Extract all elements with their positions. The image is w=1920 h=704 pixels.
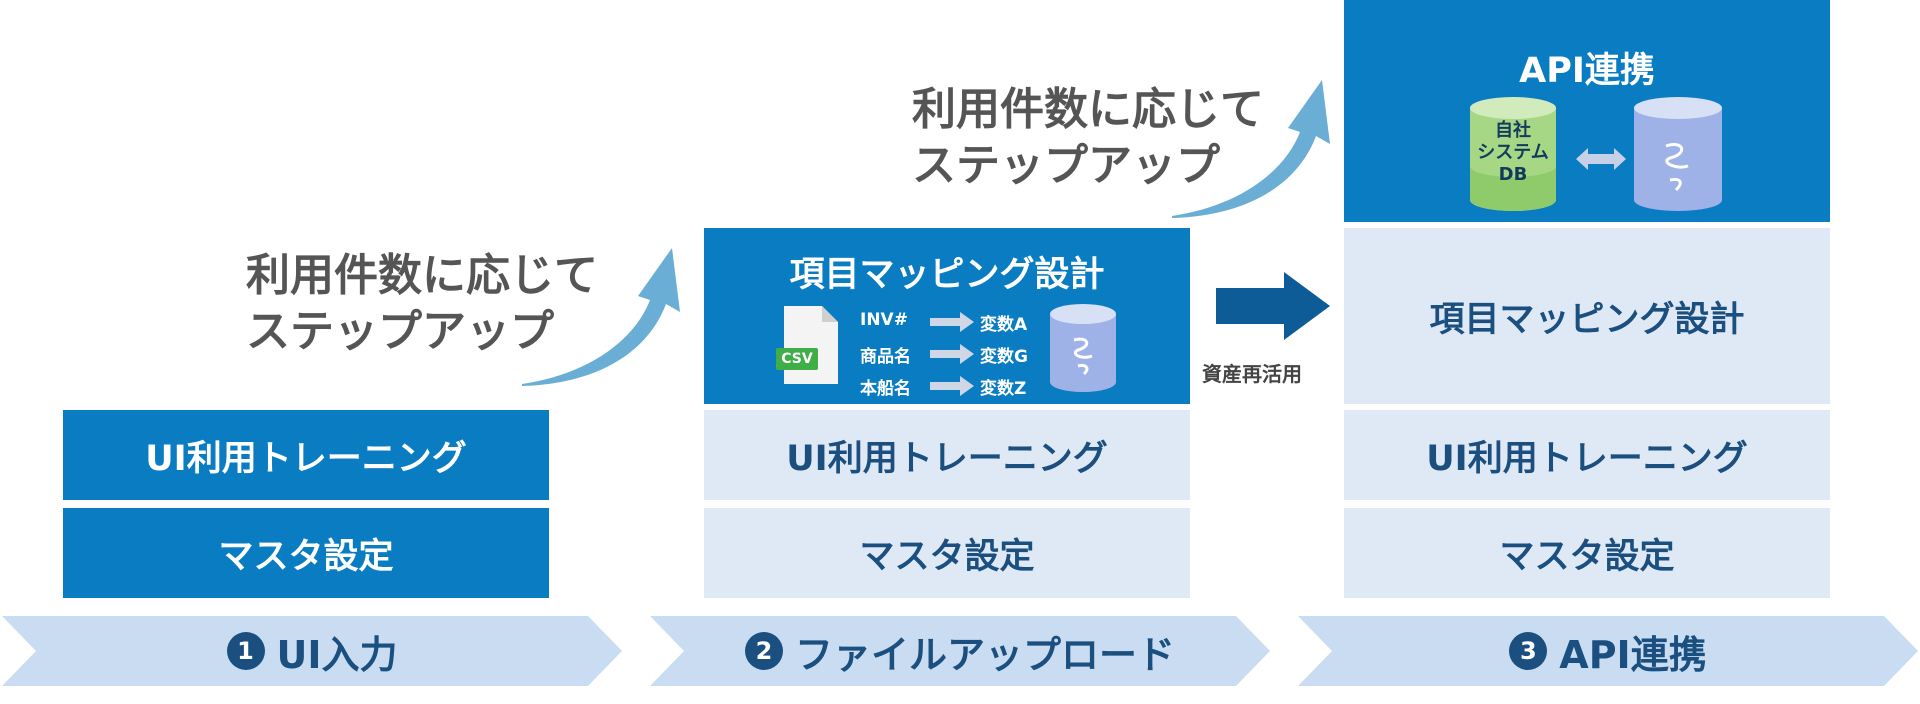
step-label-text: API連携 <box>1559 632 1707 677</box>
step-up-caption-1: 利用件数に応じて ステップアップ <box>246 248 598 360</box>
step-label-1: 1 UI入力 <box>2 616 622 686</box>
db-label-line: DB <box>1498 164 1528 185</box>
db-label-line: 自社 <box>1495 120 1531 141</box>
api-integration-title: API連携 <box>1519 51 1655 91</box>
database-icon <box>1634 97 1722 211</box>
right-arrow-icon <box>930 344 974 364</box>
own-system-db-label: 自社 システム DB <box>1468 120 1558 186</box>
mapping-source: INV# <box>860 310 908 330</box>
csv-badge: CSV <box>781 351 813 367</box>
curved-up-arrow-icon <box>522 248 680 386</box>
database-icon <box>1050 304 1116 392</box>
caption-line: ステップアップ <box>246 306 554 357</box>
step-chevron-3 <box>1298 616 1918 686</box>
double-arrow-icon <box>1576 148 1626 170</box>
step-chevron-bar <box>2 616 1918 686</box>
step-number-badge: 2 <box>744 632 783 670</box>
step-label-text: UI入力 <box>276 632 398 677</box>
caption-line: 利用件数に応じて <box>246 250 598 301</box>
db-label-line: システム <box>1477 142 1549 163</box>
mapping-target: 変数Z <box>980 379 1027 399</box>
caption-line: 利用件数に応じて <box>912 84 1264 135</box>
master-setting-box-3: マスタ設定 <box>1344 508 1830 598</box>
item-mapping-title: 項目マッピング設計 <box>789 255 1105 295</box>
right-arrow-icon <box>1216 272 1330 340</box>
item-mapping-box-3: 項目マッピング設計 <box>1344 228 1830 404</box>
step-number-badge: 3 <box>1509 632 1548 670</box>
mapping-target: 変数G <box>980 347 1028 367</box>
step-chevron-2 <box>650 616 1270 686</box>
right-arrow-icon <box>930 312 974 332</box>
api-integration-box: API連携 自社 システム DB <box>1344 0 1830 222</box>
ui-training-box-1: UI利用トレーニング <box>63 410 549 500</box>
step-label-3: 3 API連携 <box>1298 616 1918 686</box>
asset-reuse-label: 資産再活用 <box>1202 362 1302 386</box>
step-label-2: 2 ファイルアップロード <box>650 616 1270 686</box>
ui-training-box-2: UI利用トレーニング <box>704 410 1190 500</box>
ui-training-box-3: UI利用トレーニング <box>1344 410 1830 500</box>
step-up-caption-2: 利用件数に応じて ステップアップ <box>912 82 1264 194</box>
mapping-target: 変数A <box>980 315 1028 335</box>
item-mapping-box-2: 項目マッピング設計 CSV INV# 商品名 本船名 変数A 変数G 変数Z <box>704 228 1190 404</box>
mapping-source: 本船名 <box>860 379 911 399</box>
file-icon <box>776 306 838 384</box>
right-arrow-icon <box>930 376 974 396</box>
mapping-arrows <box>930 312 974 396</box>
master-setting-box-1: マスタ設定 <box>63 508 549 598</box>
caption-line: ステップアップ <box>912 140 1220 191</box>
curved-up-arrow-icon <box>1172 80 1330 218</box>
step-label-text: ファイルアップロード <box>794 632 1175 677</box>
database-icon <box>1470 97 1556 211</box>
step-number-badge: 1 <box>226 632 265 670</box>
master-setting-box-2: マスタ設定 <box>704 508 1190 598</box>
mapping-source: 商品名 <box>860 347 911 367</box>
step-chevron-1 <box>2 616 622 686</box>
